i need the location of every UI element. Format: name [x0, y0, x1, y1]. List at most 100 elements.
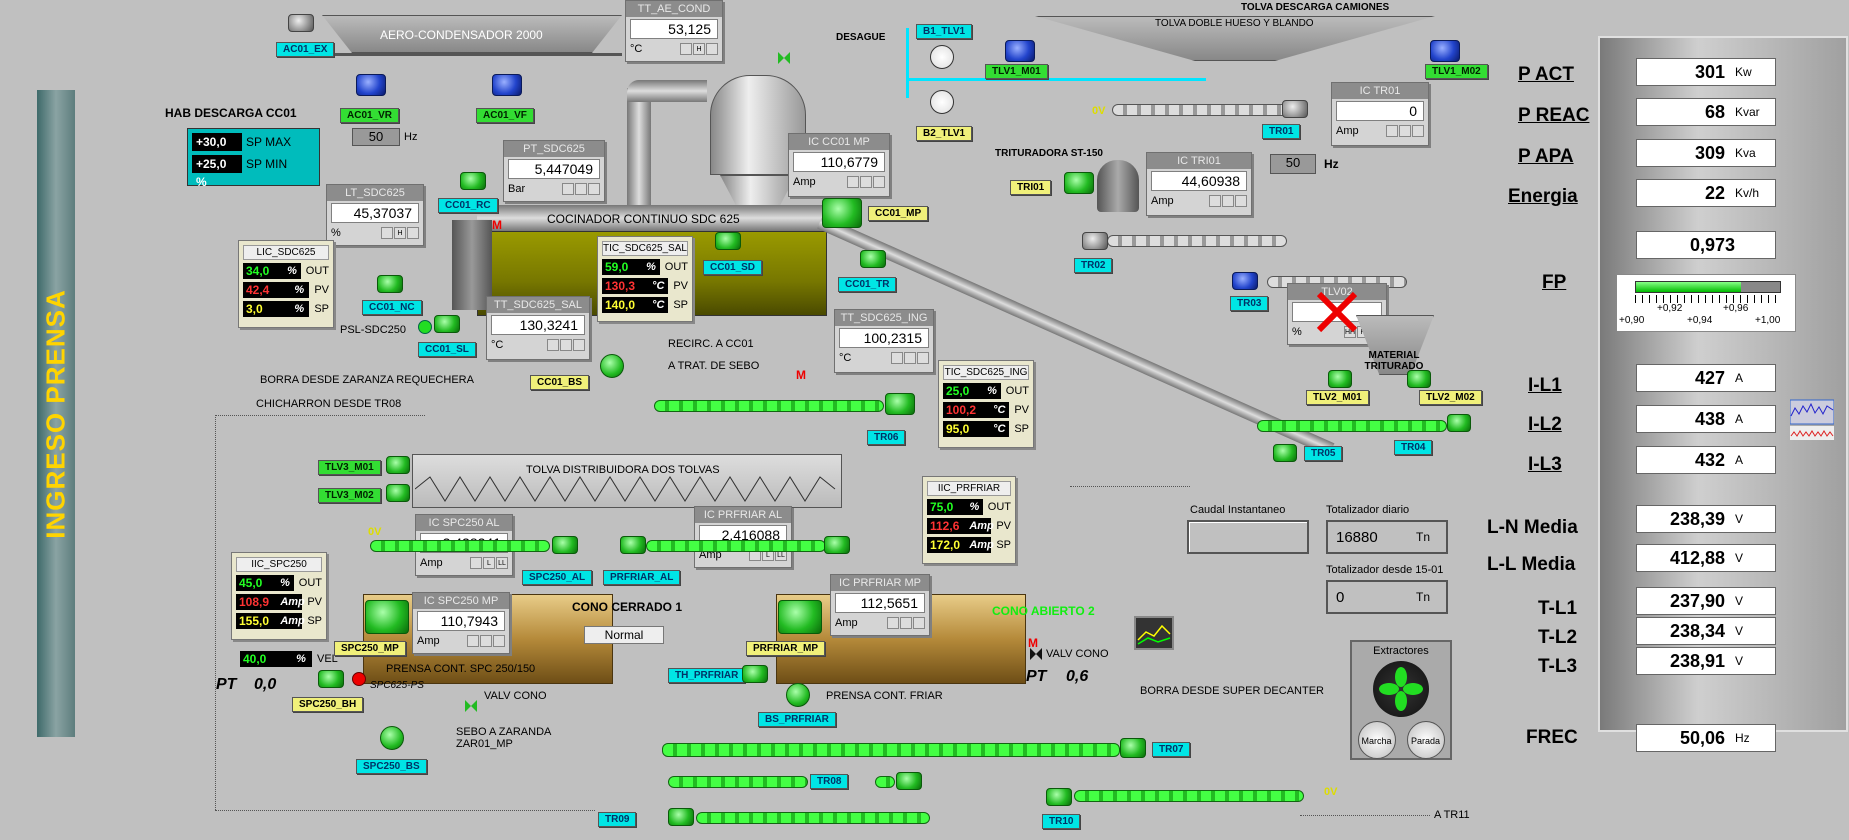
tr06-conveyor[interactable] [654, 400, 884, 412]
cc01-sd-motor-icon[interactable] [715, 232, 741, 250]
ac01-vr-tag[interactable]: AC01_VR [340, 108, 400, 123]
lic-sdc625-controller[interactable]: LIC_SDC625 34,0%OUT 42,4%PV 3,0%SP [238, 240, 334, 328]
ac01-ex-tag[interactable]: AC01_EX [276, 42, 335, 57]
tlv2-m01-tag[interactable]: TLV2_M01 [1306, 390, 1369, 405]
ac01-vf-motor-icon[interactable] [492, 74, 522, 96]
ac01-vf-tag[interactable]: AC01_VF [476, 108, 534, 123]
tlv1-m01-tag[interactable]: TLV1_M01 [985, 64, 1048, 79]
parada-button[interactable]: Parada [1406, 721, 1445, 759]
sp-max-value[interactable]: +30,0 % [192, 133, 242, 167]
tr09-conveyor[interactable] [696, 812, 930, 824]
ac01-vr-motor-icon[interactable] [356, 74, 386, 96]
b1-tlv1-tag[interactable]: B1_TLV1 [916, 24, 973, 39]
spc250-al-conveyor[interactable] [370, 540, 550, 552]
cc01-tr-tag[interactable]: CC01_TR [838, 277, 897, 292]
out-value[interactable]: 34,0 [243, 262, 284, 279]
tr08-tag[interactable]: TR08 [810, 774, 849, 789]
tr04-motor-icon[interactable] [1447, 414, 1471, 432]
tr06-motor-icon[interactable] [885, 393, 915, 415]
cc01-sl-motor-icon[interactable] [434, 315, 460, 333]
tr02-conveyor[interactable] [1107, 235, 1287, 247]
tri01-tag[interactable]: TRI01 [1010, 180, 1052, 195]
tr05-motor-icon[interactable] [1273, 444, 1297, 462]
bs-prfriar-pump-icon[interactable] [786, 683, 810, 707]
prfriar-mp-motor-icon[interactable] [778, 600, 822, 634]
cc01-bs-pump-icon[interactable] [600, 354, 624, 378]
vel-value[interactable]: 40,0 [240, 650, 290, 667]
b2-pump-icon[interactable] [930, 90, 954, 114]
out-value[interactable]: 45,0 [236, 574, 277, 591]
cc01-sd-tag[interactable]: CC01_SD [703, 260, 763, 275]
tlv2-m01-motor-icon[interactable] [1328, 370, 1352, 388]
th-prfriar-motor-icon[interactable] [742, 665, 768, 683]
tri-hz-value[interactable]: 50 [1270, 154, 1316, 174]
tr08-motor-icon[interactable] [896, 772, 922, 790]
tr10-motor-icon[interactable] [1046, 788, 1072, 806]
tlv3-m02-motor-icon[interactable] [386, 484, 410, 502]
cc01-mp-motor-icon[interactable] [822, 198, 862, 228]
out-value[interactable]: 59,0 [602, 258, 643, 275]
tr07-conveyor[interactable] [662, 743, 1120, 757]
cooker-body[interactable] [477, 205, 827, 231]
cc01-sl-tag[interactable]: CC01_SL [418, 342, 476, 357]
tri01-motor-icon[interactable] [1064, 172, 1094, 194]
cc01-bs-tag[interactable]: CC01_BS [530, 375, 590, 390]
valv-cono-2-icon[interactable] [1030, 648, 1042, 660]
sp-value[interactable]: 140,0 [602, 296, 649, 313]
tr10-conveyor[interactable] [1074, 790, 1304, 802]
tlv3-m02-tag[interactable]: TLV3_M02 [318, 488, 381, 503]
tlv1-m01-motor-icon[interactable] [1005, 40, 1035, 62]
sp-value[interactable]: 95,0 [943, 420, 990, 437]
tr05-conveyor[interactable] [1257, 420, 1447, 432]
tr09-tag[interactable]: TR09 [598, 812, 637, 827]
spc250-mp-tag[interactable]: SPC250_MP [334, 641, 406, 656]
aero-condenser[interactable] [322, 15, 622, 53]
spc250-al-tag[interactable]: SPC250_AL [522, 570, 593, 585]
tlv1-m02-tag[interactable]: TLV1_M02 [1425, 64, 1488, 79]
cc01-rc-tag[interactable]: CC01_RC [438, 198, 498, 213]
tr04-tag[interactable]: TR04 [1394, 440, 1433, 455]
tr06-tag[interactable]: TR06 [867, 430, 906, 445]
cc01-nc-tag[interactable]: CC01_NC [362, 300, 422, 315]
spc250-bs-tag[interactable]: SPC250_BS [356, 759, 427, 774]
sp-min-value[interactable]: +25,0 % [192, 155, 242, 189]
cc01-rc-motor-icon[interactable] [460, 172, 486, 190]
normal-status-button[interactable]: Normal [584, 626, 664, 644]
trituradora-body[interactable] [1097, 160, 1139, 212]
prfriar-al-conveyor[interactable] [646, 540, 826, 552]
tr02-motor-icon[interactable] [1082, 232, 1108, 250]
tr03-tag[interactable]: TR03 [1230, 296, 1269, 311]
tr07-tag[interactable]: TR07 [1152, 742, 1191, 757]
sp-value[interactable]: 3,0 [243, 300, 290, 317]
cc01-tr-motor-icon[interactable] [860, 250, 886, 268]
desague-valve-icon[interactable] [778, 52, 790, 64]
tlv1-m02-motor-icon[interactable] [1430, 40, 1460, 62]
trend-icon[interactable] [1134, 616, 1174, 650]
aero-hz-value[interactable]: 50 [352, 128, 400, 146]
tr08-conveyor-left[interactable] [668, 776, 808, 788]
out-value[interactable]: 25,0 [943, 382, 984, 399]
spc250-al-motor-icon[interactable] [552, 536, 578, 554]
tlv3-m01-motor-icon[interactable] [386, 456, 410, 474]
tlv2-m02-tag[interactable]: TLV2_M02 [1419, 390, 1482, 405]
out-value[interactable]: 75,0 [927, 498, 966, 515]
tr01-conveyor[interactable] [1112, 104, 1292, 116]
tr07-motor-icon[interactable] [1120, 738, 1146, 758]
sp-value[interactable]: 172,0 [927, 536, 970, 553]
tlv2-m02-motor-icon[interactable] [1407, 370, 1431, 388]
spc250-bh-tag[interactable]: SPC250_BH [292, 697, 364, 712]
b1-pump-icon[interactable] [930, 45, 954, 69]
tr08-conveyor-right[interactable] [875, 776, 895, 788]
prfriar-al-motor-left-icon[interactable] [620, 536, 646, 554]
tr01-tag[interactable]: TR01 [1262, 124, 1301, 139]
spc250-mp-motor-icon[interactable] [365, 600, 409, 634]
tr02-tag[interactable]: TR02 [1074, 258, 1113, 273]
bs-prfriar-tag[interactable]: BS_PRFRIAR [758, 712, 836, 727]
current-trend-icon[interactable] [1789, 398, 1835, 442]
valv-cono-1-icon[interactable] [465, 700, 477, 712]
sp-value[interactable]: 155,0 [236, 612, 281, 629]
